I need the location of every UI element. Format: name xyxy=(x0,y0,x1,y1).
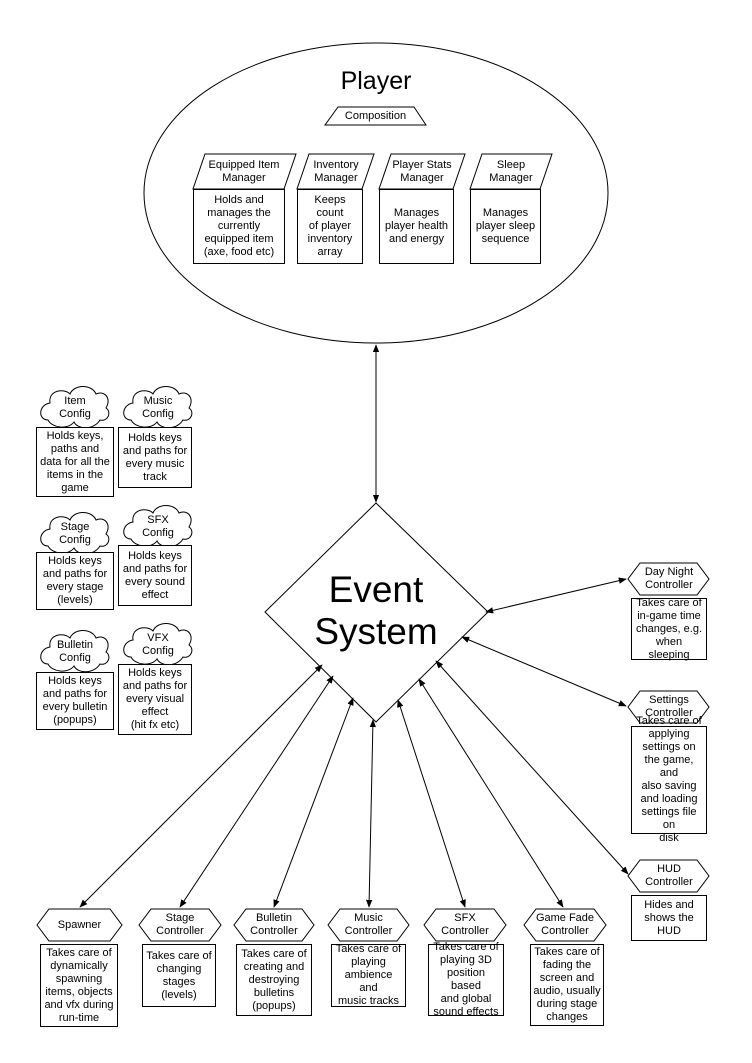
sfx-controller-desc: Takes care of playing 3D position based … xyxy=(428,941,504,1018)
player-stats-manager-desc: Manages player health and energy xyxy=(379,189,454,264)
sfx-config-title: SFX Config xyxy=(142,514,174,539)
arrow-event-sfx xyxy=(397,699,466,908)
spawner-title: Spawner xyxy=(57,918,102,931)
hex-daynight-controller xyxy=(627,562,710,596)
music-controller-desc: Takes care of playing ambience and music… xyxy=(331,943,406,1007)
vfx-config-desc: Holds keys and paths for every visual ef… xyxy=(118,664,192,735)
cloud-item-config xyxy=(40,386,110,429)
equipped-item-manager-desc: Holds and manages the currently equipped… xyxy=(193,189,285,264)
cloud-stage-config xyxy=(40,512,110,555)
arrow-event-spawner xyxy=(79,664,323,908)
cloud-music-config xyxy=(123,386,193,429)
bulletin-controller-title: Bulletin Controller xyxy=(250,912,298,937)
inventory-manager-title: Inventory Manager xyxy=(313,158,359,184)
arrow-event-music xyxy=(365,719,377,908)
stage-controller-desc: Takes care of changing stages (levels) xyxy=(142,944,216,1007)
arrow-event-settings xyxy=(461,636,627,707)
player-ellipse xyxy=(143,42,609,344)
arrow-event-gamefade xyxy=(418,678,564,908)
composition-label: Composition xyxy=(344,109,407,122)
sleep-manager-title: Sleep Manager xyxy=(489,158,533,184)
gamefade-controller-title: Game Fade Controller xyxy=(535,912,595,937)
arrow-event-stage xyxy=(179,675,334,908)
sleep-manager-desc: Manages player sleep sequence xyxy=(470,189,541,264)
item-config-title: Item Config xyxy=(59,395,91,420)
player-stats-manager-title: Player Stats Manager xyxy=(392,158,452,184)
settings-controller-desc: Takes care of applying settings on the g… xyxy=(631,715,707,844)
cloud-sfx-config xyxy=(123,505,193,548)
equipped-item-manager-title: Equipped Item Manager xyxy=(208,158,280,184)
daynight-controller-desc: Takes care of in-game time changes, e.g.… xyxy=(631,597,707,661)
gamefade-controller-desc: Takes care of fading the screen and audi… xyxy=(530,944,604,1026)
hex-sfx-controller xyxy=(423,908,507,942)
music-config-title: Music Config xyxy=(142,395,174,420)
player-title: Player xyxy=(340,67,412,95)
arrow-event-bulletin xyxy=(273,697,354,908)
vfx-config-title: VFX Config xyxy=(142,632,174,657)
sfx-config-desc: Holds keys and paths for every sound eff… xyxy=(118,545,192,606)
hex-hud-controller xyxy=(627,859,710,893)
daynight-controller-title: Day Night Controller xyxy=(644,566,694,591)
cloud-vfx-config xyxy=(123,623,193,666)
bulletin-controller-desc: Takes care of creating and destroying bu… xyxy=(236,944,312,1016)
hex-spawner xyxy=(36,908,123,942)
composition-shape xyxy=(324,106,427,126)
inventory-manager-desc: Keeps count of player inventory array xyxy=(297,189,363,264)
music-config-desc: Holds keys and paths for every music tra… xyxy=(118,427,192,488)
item-config-desc: Holds keys, paths and data for all the i… xyxy=(36,427,114,497)
stage-config-title: Stage Config xyxy=(59,521,91,546)
arrow-event-daynight xyxy=(485,577,627,614)
arrow-event-hud xyxy=(435,660,629,875)
bulletin-config-desc: Holds keys and paths for every bulletin … xyxy=(36,672,114,730)
bulletin-config-title: Bulletin Config xyxy=(56,639,94,664)
sfx-controller-title: SFX Controller xyxy=(441,912,489,937)
hud-controller-desc: Hides and shows the HUD xyxy=(631,895,707,941)
stage-controller-title: Stage Controller xyxy=(156,912,204,937)
music-controller-title: Music Controller xyxy=(344,912,393,937)
hex-stage-controller xyxy=(138,908,222,942)
stage-config-desc: Holds keys and paths for every stage (le… xyxy=(36,552,114,610)
hud-controller-title: HUD Controller xyxy=(645,863,693,888)
hex-gamefade-controller xyxy=(523,908,607,942)
settings-controller-title: Settings Controller xyxy=(645,694,693,719)
hex-music-controller xyxy=(327,908,410,942)
event-system-label: Event System xyxy=(314,569,438,652)
cloud-bulletin-config xyxy=(40,630,110,673)
spawner-desc: Takes care of dynamically spawning items… xyxy=(40,944,118,1027)
hex-bulletin-controller xyxy=(233,908,315,942)
